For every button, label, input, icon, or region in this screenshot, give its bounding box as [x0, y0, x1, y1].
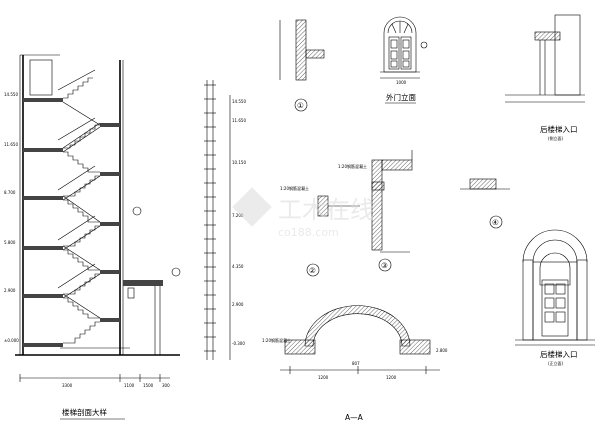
watermark-sub: co188.com	[278, 226, 339, 239]
elev-label: ±0.000	[4, 338, 19, 343]
elev-label: 5.800	[4, 240, 16, 245]
dim-level: -0.300	[232, 341, 245, 346]
detail-number: ③	[381, 261, 388, 270]
detail-number: ①	[297, 101, 304, 110]
handrails	[57, 69, 96, 289]
front-entrance: 后楼梯入口 (正立面)	[515, 229, 595, 366]
arch-dim: 1200	[318, 375, 329, 380]
detail-number: ④	[492, 218, 499, 227]
door-dim: 1000	[396, 80, 407, 85]
watermark-main: 工木在线	[278, 196, 374, 224]
dim-level: 4.350	[232, 264, 244, 269]
section-marker	[171, 267, 181, 277]
dimension-column: 14.550 11.650 10.150 7.200 4.350 2.900 -…	[204, 80, 246, 360]
floor-slabs	[23, 98, 120, 347]
dim-level: 10.150	[232, 160, 246, 165]
front-entrance-title: 后楼梯入口	[540, 349, 578, 359]
detail-4: ④	[460, 178, 510, 229]
elevation-labels: 14.550 11.650 8.700 5.800 2.900 ±0.000	[4, 92, 19, 343]
dim-label: 300	[162, 383, 170, 388]
stair-section: 14.550 11.650 8.700 5.800 2.900 ±0.000 3…	[4, 54, 181, 420]
arch-section: 1200 1200 807 2.800 1:20钢筋混凝土 A—A	[262, 305, 448, 422]
detail-number: ②	[309, 266, 316, 275]
watermark-logo	[232, 187, 272, 227]
arch-elev: 2.800	[436, 348, 448, 353]
elev-label: 11.650	[4, 142, 18, 147]
elev-label: 2.900	[4, 288, 16, 293]
watermark: 工木在线 co188.com	[232, 187, 374, 239]
dim-label: 3300	[62, 383, 73, 388]
dim-label: 1100	[124, 383, 135, 388]
detail-2-3: 1:20钢筋混凝土 1:20钢筋混凝土 ② ③	[280, 150, 413, 277]
section-marker	[132, 206, 142, 216]
stair-flights	[62, 77, 101, 344]
arch-note: 1:20钢筋混凝土	[262, 337, 291, 343]
entrance-canopy	[123, 280, 163, 355]
detail-note: 1:20钢筋混凝土	[280, 185, 309, 191]
elev-label: 8.700	[4, 190, 16, 195]
side-entrance-sub: (侧立面)	[548, 135, 564, 141]
detail-1: ①	[279, 19, 325, 112]
side-entrance-title: 后楼梯入口	[540, 124, 578, 134]
dim-level: 2.900	[232, 302, 244, 307]
arch-dim: 1200	[386, 375, 397, 380]
dim-label: 1500	[143, 383, 154, 388]
arch-label: A—A	[345, 413, 364, 422]
arch-dim: 807	[352, 361, 360, 366]
dim-level: 7.200	[232, 213, 244, 218]
elev-label: 14.550	[4, 92, 18, 97]
stair-section-title: 楼梯剖面大样	[62, 407, 107, 417]
dim-level: 11.650	[232, 118, 246, 123]
bottom-dimensions: 3300 1100 1500 300	[19, 374, 170, 388]
detail-note: 1:20钢筋混凝土	[338, 163, 367, 169]
side-entrance: 后楼梯入口 (侧立面)	[505, 14, 585, 141]
dim-level: 14.550	[232, 99, 246, 104]
door-elevation: 1000 外门立面	[380, 16, 428, 104]
door-title: 外门立面	[386, 92, 416, 102]
front-entrance-sub: (正立面)	[548, 360, 564, 366]
